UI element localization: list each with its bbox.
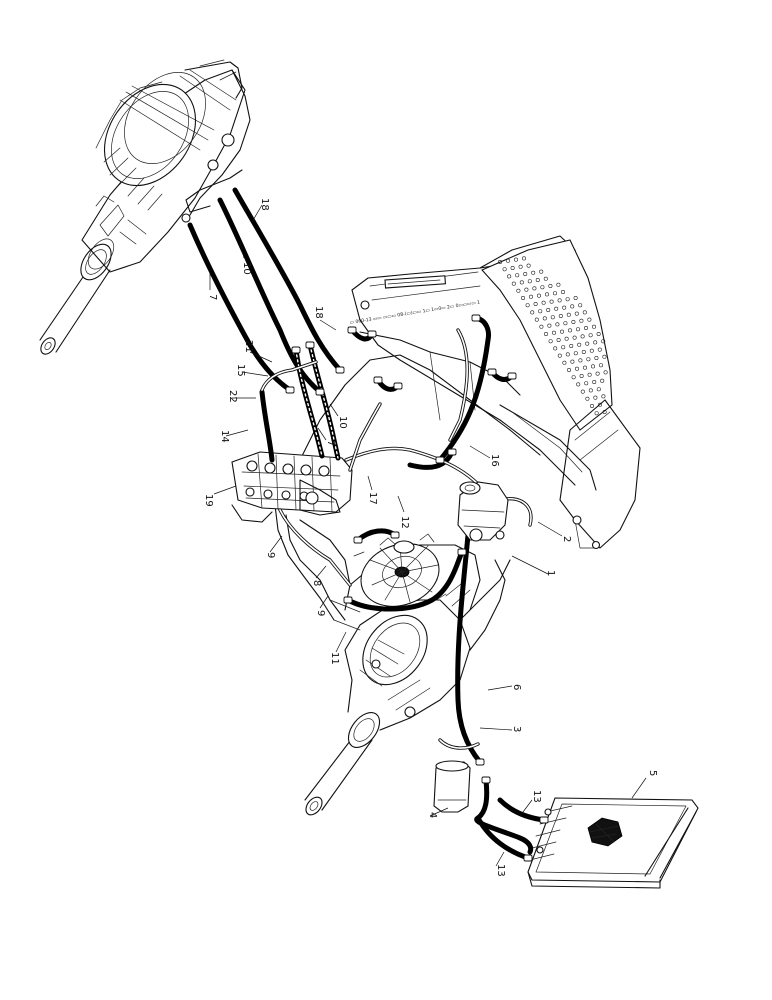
callout-8: 8 — [311, 580, 322, 586]
steel-tubes — [260, 328, 533, 750]
callout-16: 16 — [489, 454, 500, 467]
callout-19: 19 — [203, 494, 214, 507]
hydraulic-pump — [457, 481, 509, 542]
callout-10b: 10 — [337, 416, 348, 429]
transmission-center — [274, 354, 541, 631]
callout-1: 1 — [545, 570, 556, 576]
callout-18a: 18 — [259, 198, 270, 211]
grille-perforations — [497, 256, 608, 416]
hydraulic-hoses — [187, 187, 547, 861]
callout-leaders — [209, 204, 647, 867]
callouts: 18 10 7 18 21 15 22 14 10 7 19 17 16 12 … — [203, 198, 658, 877]
callout-4: 4 — [427, 812, 438, 818]
callout-13b: 13 — [495, 864, 506, 877]
hose-fittings — [285, 314, 549, 862]
callout-6: 6 — [511, 684, 522, 690]
callout-10a: 10 — [241, 262, 252, 275]
oil-cooler — [527, 797, 699, 889]
callout-18b: 18 — [313, 306, 324, 319]
callout-9b: 9 — [315, 610, 326, 616]
callout-12: 12 — [399, 516, 410, 529]
callout-21: 21 — [243, 340, 254, 353]
callout-13a: 13 — [531, 790, 542, 803]
control-valve-bank — [231, 451, 353, 523]
callout-2: 2 — [561, 536, 572, 542]
callout-17: 17 — [367, 492, 378, 505]
callout-9a: 9 — [265, 552, 276, 558]
callout-15: 15 — [235, 364, 246, 377]
oil-filter — [433, 760, 471, 813]
rear-axle-assembly — [39, 59, 251, 355]
callout-11: 11 — [329, 652, 340, 665]
callout-3: 3 — [511, 726, 522, 732]
callout-22: 22 — [227, 390, 238, 403]
callout-14: 14 — [219, 430, 230, 443]
callout-7b: 7 — [325, 440, 336, 446]
callout-5: 5 — [647, 770, 658, 776]
callout-7a: 7 — [207, 294, 218, 300]
